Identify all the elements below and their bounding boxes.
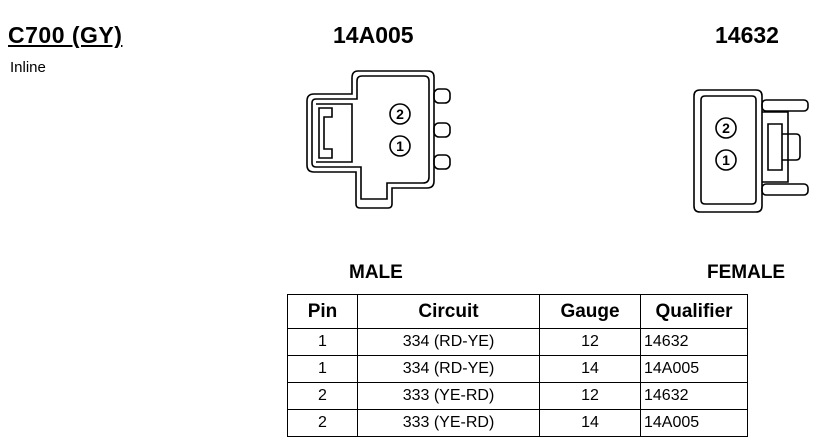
- connector-id: C700 (GY): [8, 22, 123, 48]
- male-label: MALE: [349, 262, 403, 283]
- cell-gauge: 12: [539, 382, 641, 410]
- female-pin-2-label: 2: [722, 120, 730, 136]
- pinout-table: Pin Circuit Gauge Qualifier 1 334 (RD-YE…: [287, 294, 748, 437]
- cell-circuit: 334 (RD-YE): [357, 328, 540, 356]
- cell-qualifier: 14A005: [640, 409, 748, 437]
- cell-pin: 2: [287, 382, 358, 410]
- cell-gauge: 14: [539, 355, 641, 383]
- cell-circuit: 333 (YE-RD): [357, 409, 540, 437]
- header-pin: Pin: [287, 294, 358, 329]
- female-label: FEMALE: [707, 262, 786, 283]
- table-header-row: Pin Circuit Gauge Qualifier: [287, 294, 748, 329]
- cell-pin: 1: [287, 328, 358, 356]
- cell-qualifier: 14A005: [640, 355, 748, 383]
- male-connector-diagram: 2 1: [306, 70, 451, 209]
- connector-type: Inline: [10, 59, 46, 76]
- table-row: 2 333 (YE-RD) 14 14A005: [287, 409, 748, 437]
- male-pin-1-label: 1: [396, 138, 404, 154]
- table-row: 1 334 (RD-YE) 14 14A005: [287, 355, 748, 383]
- cell-gauge: 12: [539, 328, 641, 356]
- cell-pin: 1: [287, 355, 358, 383]
- female-connector-diagram: 2 1: [693, 89, 809, 213]
- header-circuit: Circuit: [357, 294, 540, 329]
- table-row: 1 334 (RD-YE) 12 14632: [287, 328, 748, 356]
- cell-qualifier: 14632: [640, 382, 748, 410]
- male-pin-2-label: 2: [396, 106, 404, 122]
- header-gauge: Gauge: [539, 294, 641, 329]
- cell-gauge: 14: [539, 409, 641, 437]
- header-qualifier: Qualifier: [640, 294, 748, 329]
- male-part-number: 14A005: [333, 22, 414, 48]
- cell-circuit: 333 (YE-RD): [357, 382, 540, 410]
- cell-pin: 2: [287, 409, 358, 437]
- female-pin-1-label: 1: [722, 152, 730, 168]
- cell-circuit: 334 (RD-YE): [357, 355, 540, 383]
- female-part-number: 14632: [715, 22, 779, 48]
- cell-qualifier: 14632: [640, 328, 748, 356]
- table-row: 2 333 (YE-RD) 12 14632: [287, 382, 748, 410]
